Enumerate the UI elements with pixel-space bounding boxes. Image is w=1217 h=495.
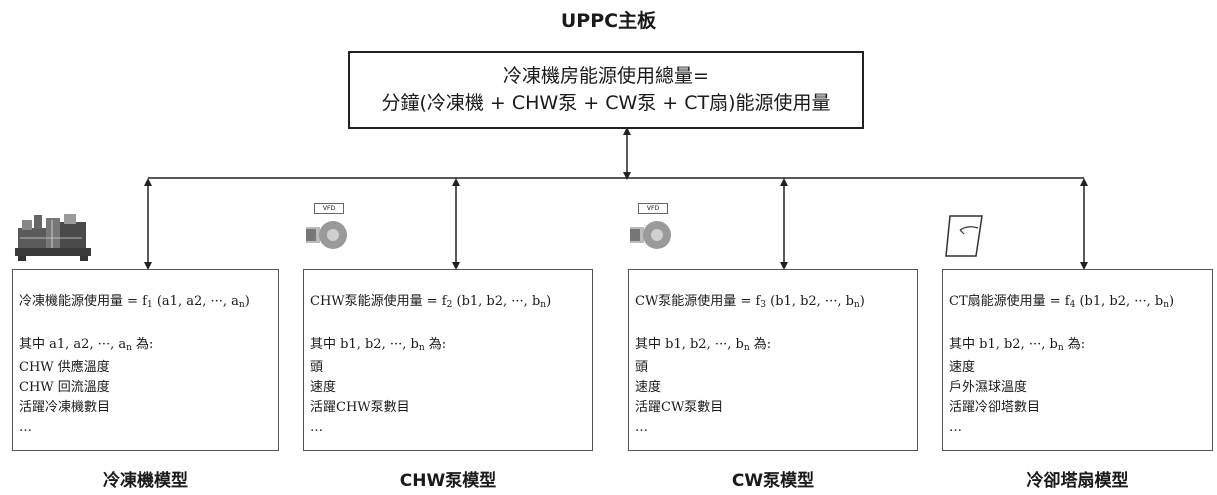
cooling-tower-model-box: CT扇能源使用量 = f4 (b1, b2, ···, bn) 其中 b1, b… xyxy=(942,269,1213,451)
chw-pump-model-box: CHW泵能源使用量 = f2 (b1, b2, ···, bn) 其中 b1, … xyxy=(303,269,593,451)
chw-pump-param: 活躍CHW泵數目 xyxy=(310,400,410,415)
chw-pump-formula: CHW泵能源使用量 = f2 (b1, b2, ···, bn) xyxy=(310,294,552,310)
cw-pump-where-line: 其中 b1, b2, ···, bn 為: xyxy=(635,337,772,353)
chiller-param: 活躍冷凍機數目 xyxy=(19,400,111,415)
chiller-model-caption: 冷凍機模型 xyxy=(103,471,188,491)
chw-pump-icon: VFD xyxy=(306,203,352,251)
total-energy-box: 冷凍機房能源使用總量= 分鐘(冷凍機 + CHW泵 + CW泵 + CT扇)能源… xyxy=(348,51,864,129)
chiller-param: CHW 回流溫度 xyxy=(19,380,110,395)
chiller-param: CHW 供應溫度 xyxy=(19,360,110,375)
cw-pump-param: 活躍CW泵數目 xyxy=(635,400,724,415)
chiller-formula: 冷凍機能源使用量 = f1 (a1, a2, ···, an) xyxy=(19,294,250,310)
chw-pump-param: 速度 xyxy=(310,380,337,395)
cooling-tower-icon xyxy=(945,215,983,257)
cooling-tower-param: 速度 xyxy=(949,360,976,375)
cooling-tower-formula: CT扇能源使用量 = f4 (b1, b2, ···, bn) xyxy=(949,294,1175,310)
chw-pump-where-line: 其中 b1, b2, ···, bn 為: xyxy=(310,337,447,353)
cw-pump-model-box: CW泵能源使用量 = f3 (b1, b2, ···, bn) 其中 b1, b… xyxy=(628,269,918,451)
cw-pump-param: 速度 xyxy=(635,380,662,395)
chiller-where-line: 其中 a1, a2, ···, an 為: xyxy=(19,337,154,353)
chw-pump-param: 頭 xyxy=(310,360,324,375)
chw-pump-param: … xyxy=(310,420,323,435)
cooling-tower-where-line: 其中 b1, b2, ···, bn 為: xyxy=(949,337,1086,353)
vfd-label: VFD xyxy=(638,203,668,214)
cw-pump-icon: VFD xyxy=(630,203,676,251)
vfd-label: VFD xyxy=(314,203,344,214)
cooling-tower-param: … xyxy=(949,420,962,435)
diagram-title: UPPC主板 xyxy=(560,10,657,32)
cw-pump-model-caption: CW泵模型 xyxy=(731,471,815,491)
chw-pump-model-caption: CHW泵模型 xyxy=(399,471,497,491)
cooling-tower-param: 戶外濕球溫度 xyxy=(949,380,1028,395)
cw-pump-param: … xyxy=(635,420,648,435)
cw-pump-formula: CW泵能源使用量 = f3 (b1, b2, ···, bn) xyxy=(635,294,865,310)
total-energy-line-2: 分鐘(冷凍機 + CHW泵 + CW泵 + CT扇)能源使用量 xyxy=(381,92,831,114)
chiller-icon xyxy=(15,214,91,261)
chiller-param: … xyxy=(19,420,32,435)
cooling-tower-param: 活躍冷卻塔數目 xyxy=(949,400,1041,415)
total-energy-line-1: 冷凍機房能源使用總量= xyxy=(503,65,709,87)
chiller-model-box: 冷凍機能源使用量 = f1 (a1, a2, ···, an) 其中 a1, a… xyxy=(12,269,279,451)
cooling-tower-model-caption: 冷卻塔扇模型 xyxy=(1026,471,1129,491)
cw-pump-param: 頭 xyxy=(635,360,649,375)
